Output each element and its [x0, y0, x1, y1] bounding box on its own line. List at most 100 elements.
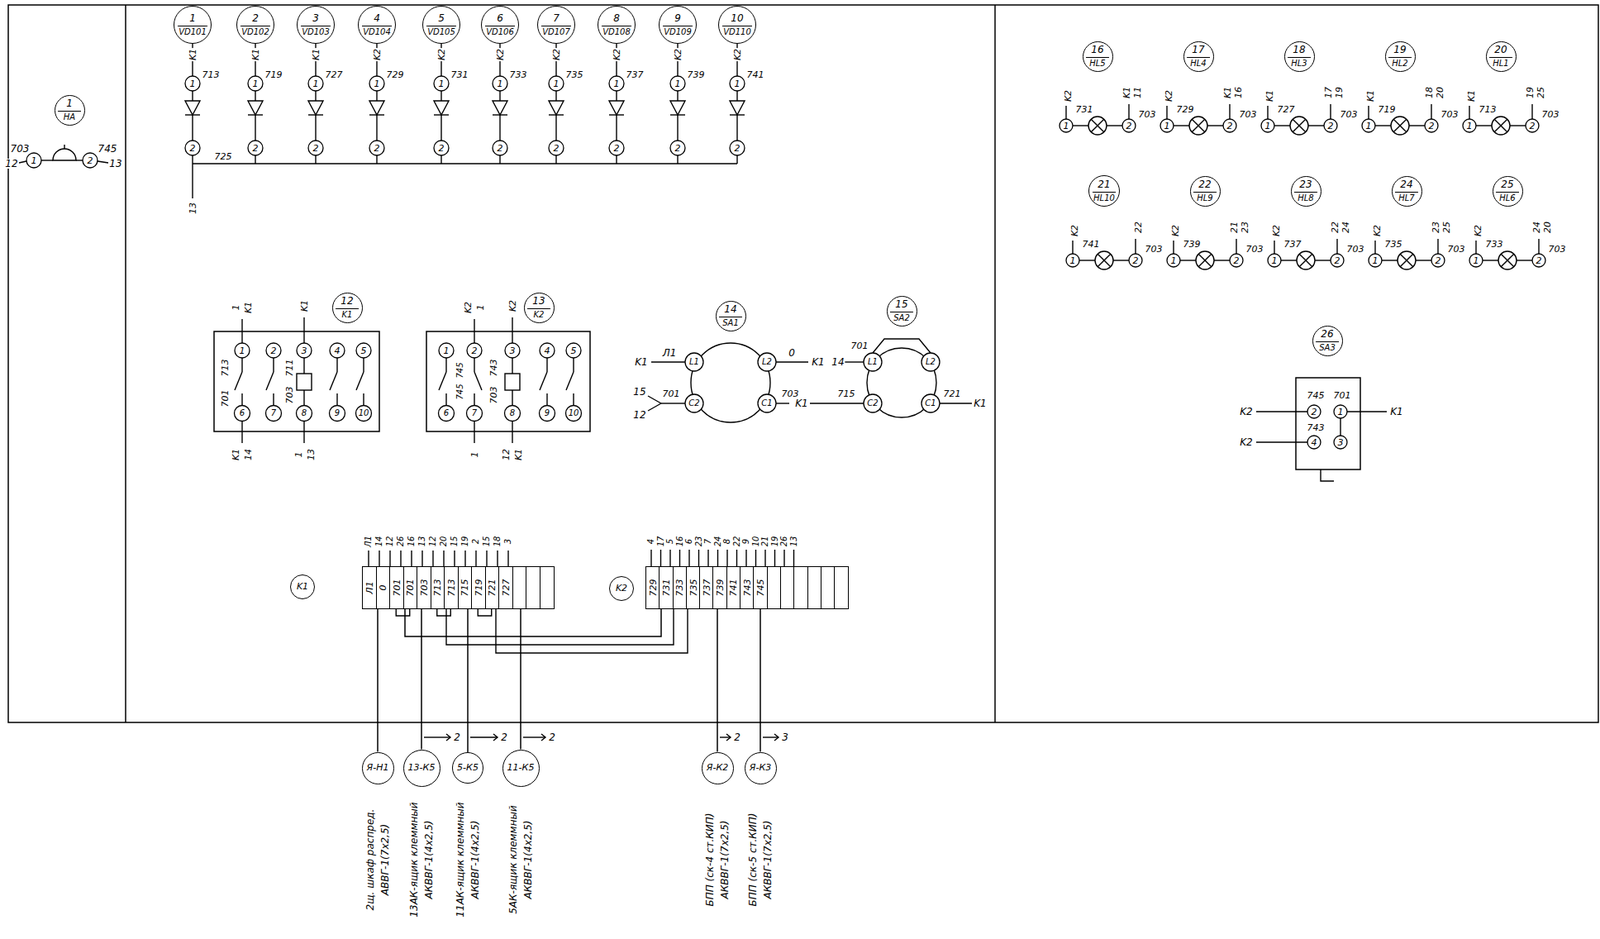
pin-number: 7 [471, 409, 478, 418]
lamp-symbol [1299, 253, 1313, 267]
pin-number: 1 [1069, 256, 1077, 266]
terminal-cell: 745 [753, 566, 767, 609]
wire-label: 26 [780, 535, 789, 548]
pin-circle [1525, 119, 1539, 133]
wire-label: 729 [385, 70, 405, 80]
pin-number: 2 [471, 346, 479, 356]
wire-label: 13 [188, 201, 198, 215]
wire-label: 20 [439, 535, 448, 548]
pin-number: 6 [442, 409, 450, 418]
wire-label: 713 [1478, 104, 1498, 115]
switch-symbol [866, 347, 937, 418]
wire-line [303, 390, 305, 406]
pin-number: L1 [688, 357, 700, 367]
pin-number: 2 [1428, 121, 1436, 131]
designation-text: VD107 [542, 27, 571, 37]
diode-symbol [729, 100, 745, 115]
designation-text: VD105 [427, 27, 456, 37]
pin-circle [26, 152, 42, 168]
wire-line [376, 155, 377, 164]
terminal-number: 0 [378, 585, 388, 591]
pin-number: 1 [1163, 121, 1172, 131]
terminal-number: Л1 [364, 580, 374, 594]
wire-line [688, 549, 690, 567]
cable-arrow [423, 736, 451, 738]
cable-line [716, 609, 719, 753]
wire-line [615, 114, 617, 141]
wire-label: 16 [676, 535, 685, 548]
cable-arrow [774, 733, 779, 741]
lamp-symbol [1191, 119, 1205, 133]
designation-text: VD102 [241, 27, 270, 37]
wire-line [1172, 240, 1174, 254]
pin-number: 2 [1132, 256, 1140, 266]
callout-number: 19 [1393, 44, 1406, 56]
wire-label: 725 [214, 152, 234, 162]
terminal-cell: 739 [713, 566, 727, 609]
pin-number: 1 [238, 346, 247, 356]
terminal-number: 701 [391, 579, 401, 597]
wire-label: K2 [1372, 223, 1382, 238]
wire-label: 745 [97, 143, 119, 154]
wire-line [473, 357, 475, 372]
wire-label: 2 [471, 538, 481, 545]
diode-symbol [369, 100, 385, 115]
relay-housing [426, 331, 591, 432]
wire-label: 731 [1075, 104, 1095, 115]
pin-circle [1330, 253, 1344, 267]
wire-line [303, 357, 305, 374]
pin-number: 4 [1310, 438, 1319, 448]
pin-number: 1 [1170, 256, 1178, 266]
callout-divider [335, 308, 359, 310]
callout-number: 14 [723, 304, 737, 315]
wire-label: 737 [625, 70, 645, 80]
pin-circle [921, 394, 940, 413]
lamp-symbol [1500, 253, 1515, 267]
terminal-number: 739 [715, 579, 725, 597]
cable-arrow [523, 736, 546, 738]
wire-line [1106, 124, 1123, 126]
wire-label: 745 [456, 361, 465, 379]
wire-label: 1 [294, 451, 304, 459]
wire-label: 12 [501, 447, 511, 462]
bell-symbol [52, 148, 77, 161]
pin-number: 9 [333, 409, 341, 418]
wire-line [445, 393, 447, 406]
callout-divider [426, 25, 456, 27]
wire-line [241, 319, 243, 343]
wire-line [499, 155, 500, 164]
callout-circle: 2VD102 [236, 5, 275, 44]
pin-circle [539, 405, 556, 422]
callout-circle: 23HL8 [1290, 176, 1322, 207]
pin-circle [1431, 253, 1445, 267]
lamp-symbol [1500, 253, 1515, 267]
pin-circle [921, 352, 940, 372]
wire-label: 739 [686, 70, 706, 80]
callout-number: 24 [1400, 179, 1413, 191]
pin-circle [234, 405, 251, 422]
pin-circle [1307, 435, 1321, 449]
terminal-cell [540, 566, 555, 609]
wire-line [1134, 238, 1136, 254]
designation-text: K2 [533, 309, 545, 320]
wire-line [1071, 240, 1073, 254]
sheet-frame [8, 4, 1599, 723]
wire-label: K2 [495, 47, 505, 62]
wire-line [442, 550, 444, 567]
wire-line [464, 550, 466, 567]
wire-label: 20 [1542, 220, 1553, 234]
callout-number: 2 [252, 13, 259, 24]
wire-label: 17 [1323, 85, 1334, 100]
pin-circle [729, 140, 745, 156]
wire-line [726, 549, 728, 567]
pin-number: 3 [509, 346, 517, 356]
cable-text: БПП (ск-4 ст.КИП) [704, 811, 715, 907]
wire-label: 703 [1144, 244, 1164, 254]
lamp-symbol [1090, 119, 1105, 133]
terminal-cell: 721 [485, 566, 500, 609]
wire-line [376, 114, 377, 141]
wire-label: 713 [201, 70, 221, 80]
wire-line [1266, 105, 1268, 120]
